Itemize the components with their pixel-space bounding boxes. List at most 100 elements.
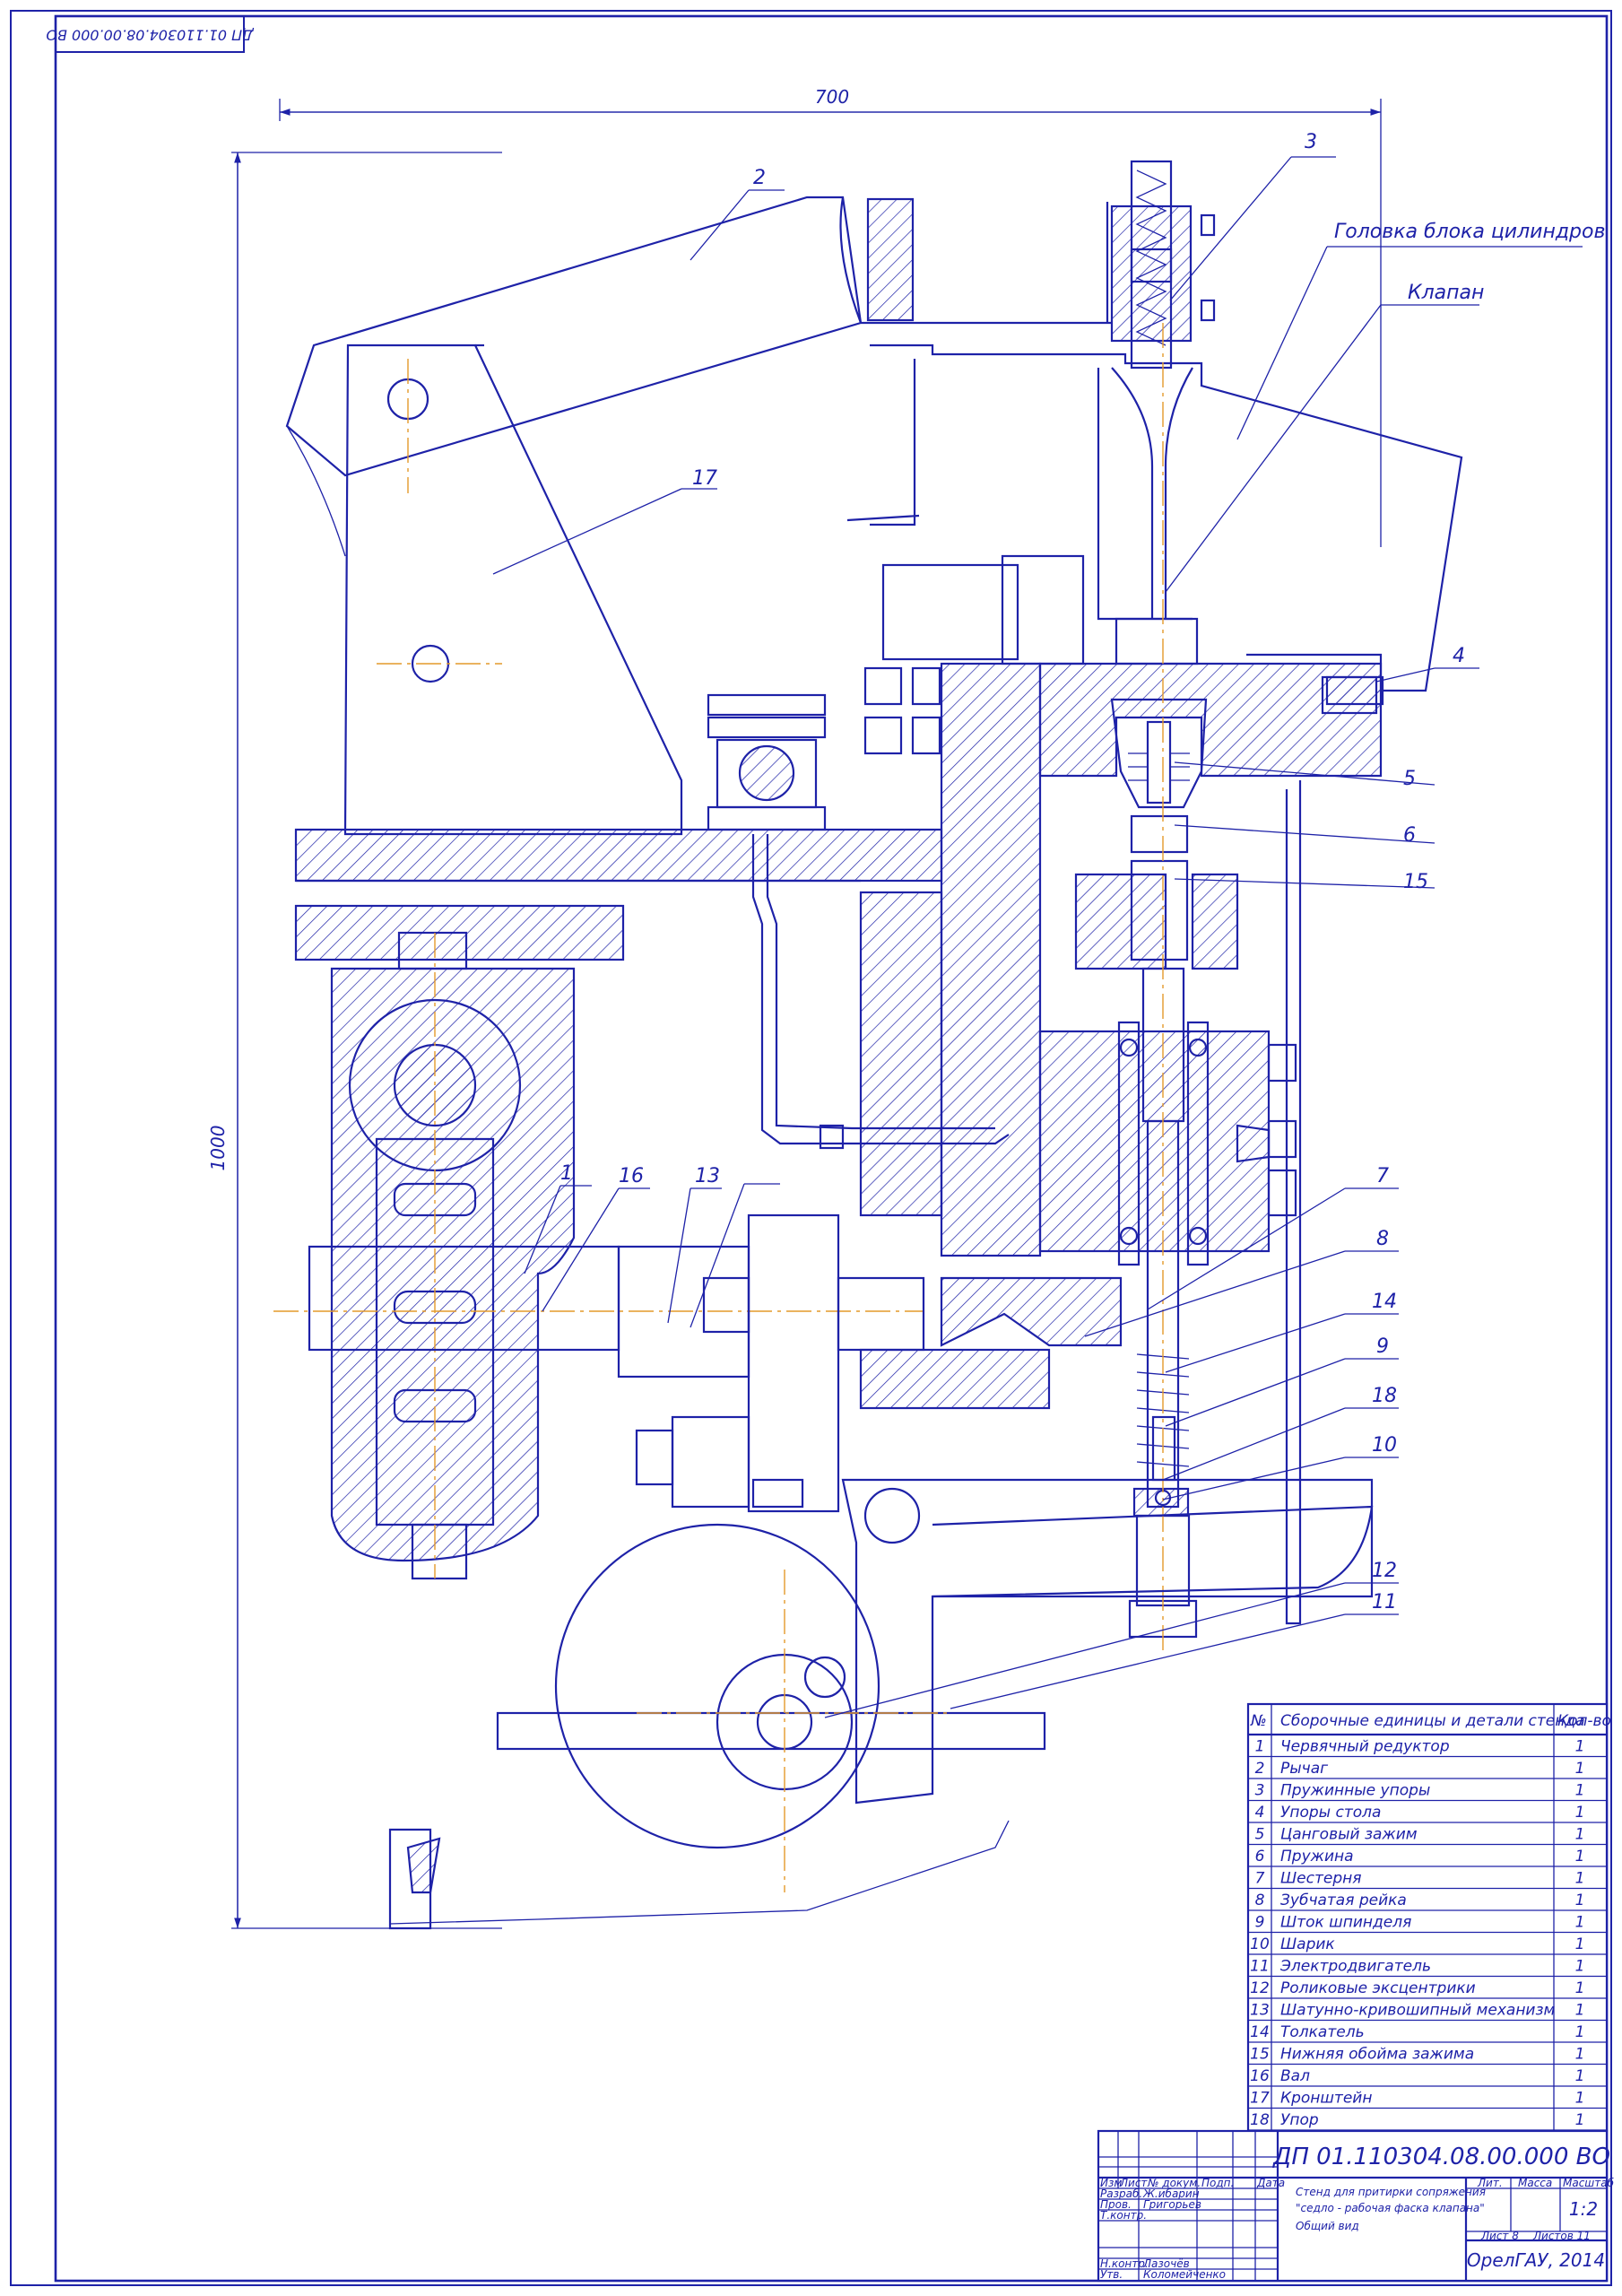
spec-row-no: 2 [1255, 1760, 1265, 1778]
callout-15: 15 [1403, 871, 1428, 893]
tb-date: Дата [1256, 2177, 1285, 2189]
spec-row-qty: 1 [1575, 1935, 1585, 1953]
spec-row-qty: 1 [1575, 1848, 1585, 1866]
spec-row-name: Роликовые эксцентрики [1280, 1979, 1476, 1997]
callout-17: 17 [692, 467, 717, 490]
tb-sign: Подп. [1201, 2177, 1234, 2189]
spec-row-no: 13 [1250, 2002, 1270, 2020]
spec-row-qty: 1 [1575, 2023, 1585, 2041]
spec-row-no: 16 [1250, 2067, 1270, 2085]
spec-row-no: 12 [1250, 1979, 1270, 1997]
cylinder-head [846, 344, 1463, 706]
spec-row-qty: 1 [1575, 2046, 1585, 2064]
spec-header-no: № [1250, 1712, 1267, 1730]
tb-izm: Изм [1100, 2177, 1122, 2189]
tb-role-utv: Утв. [1100, 2268, 1123, 2281]
spec-row-no: 10 [1250, 1935, 1270, 1953]
callout-12: 12 [1372, 1560, 1397, 1582]
tb-doc: № докум. [1147, 2177, 1201, 2189]
outer-frame [10, 10, 1612, 2286]
spec-table: № Сборочные единицы и детали стенда Кол-… [1246, 1702, 1611, 2133]
spec-row-name: Вал [1280, 2067, 1310, 2085]
top-stamp-text: ДП 01.110304.08.00.000 ВО [46, 27, 254, 44]
bearings [1117, 1021, 1210, 1266]
spec-row-no: 3 [1255, 1782, 1265, 1800]
spec-row-no: 1 [1255, 1738, 1265, 1756]
callout-9: 9 [1376, 1335, 1389, 1358]
spec-row-name: Рычаг [1280, 1760, 1328, 1778]
spec-row-name: Червячный редуктор [1280, 1738, 1450, 1756]
spec-row-no: 18 [1250, 2111, 1270, 2129]
spec-row-name: Упоры стола [1280, 1804, 1381, 1822]
tb-mass: Масса [1518, 2177, 1552, 2189]
spec-row-no: 6 [1255, 1848, 1265, 1866]
spec-row-no: 4 [1255, 1804, 1265, 1822]
callout-1: 1 [560, 1162, 573, 1185]
tb-lit: Лит. [1477, 2177, 1503, 2189]
callout-11: 11 [1372, 1591, 1397, 1613]
spec-row-qty: 1 [1575, 2067, 1585, 2085]
spec-row-name: Шток шпинделя [1280, 1914, 1411, 1932]
spec-row-name: Цанговый зажим [1280, 1826, 1418, 1844]
spec-row-no: 11 [1250, 1958, 1270, 1976]
bracket [286, 344, 683, 836]
spec-row-qty: 1 [1575, 1782, 1585, 1800]
lever [285, 196, 1112, 477]
tb-name-prov: Григорьев [1143, 2198, 1201, 2211]
title-block: Изм Лист № докум. Подп. Дата Разраб. Ж.и… [1097, 2129, 1615, 2283]
callout-4: 4 [1453, 645, 1465, 667]
table-stop [932, 675, 1378, 1625]
callout-16: 16 [619, 1165, 644, 1187]
spec-row-name: Кронштейн [1280, 2090, 1372, 2108]
spec-row-no: 15 [1250, 2046, 1270, 2064]
callout-numbers: 2 3 Головка блока цилиндров Клапан 4 5 6… [560, 131, 1605, 1613]
tb-role-nkontr: Н.контр. [1100, 2257, 1149, 2270]
spec-row-name: Пружина [1280, 1848, 1354, 1866]
callout-18: 18 [1372, 1385, 1397, 1407]
inner-frame [54, 14, 1609, 2283]
tb-sheets: Листов 11 [1532, 2230, 1591, 2242]
callout-10: 10 [1372, 1434, 1397, 1457]
callout-3: 3 [1305, 131, 1317, 153]
callout-6: 6 [1403, 824, 1416, 847]
electric-motor [496, 1478, 1374, 1892]
spec-row-qty: 1 [1575, 1958, 1585, 1976]
foot [388, 1820, 1010, 1930]
dimension-height-label: 1000 [207, 1126, 229, 1171]
spec-header-name: Сборочные единицы и детали стенда [1280, 1712, 1585, 1730]
callout-13: 13 [695, 1165, 720, 1187]
spec-row-name: Упор [1280, 2111, 1319, 2129]
oil-cup [707, 693, 1010, 1150]
spec-row-name: Нижняя обойма зажима [1280, 2046, 1474, 2064]
dimension-width-label: 700 [815, 86, 849, 108]
spindle-rod [1128, 323, 1198, 1650]
spec-row-qty: 1 [1575, 1870, 1585, 1888]
callout-valve: Клапан [1408, 282, 1484, 304]
base-plate [294, 828, 943, 883]
spindle-housing [859, 662, 1383, 1410]
spec-header-qty: Кол-во [1557, 1712, 1611, 1730]
spec-row-qty: 1 [1575, 1760, 1585, 1778]
tb-name-razrab: Ж.ибарин [1142, 2187, 1200, 2200]
spec-row-name: Пружинные упоры [1280, 1782, 1430, 1800]
spec-row-no: 17 [1250, 2090, 1270, 2108]
tb-role-prov: Пров. [1100, 2198, 1132, 2211]
dimension-height: 1000 [207, 152, 502, 1929]
callout-14: 14 [1372, 1291, 1397, 1313]
spec-row-no: 7 [1255, 1870, 1265, 1888]
worm-reducer [294, 904, 625, 1580]
spec-row-qty: 1 [1575, 1979, 1585, 1997]
tb-title-line3: Общий вид [1296, 2220, 1359, 2232]
tb-name-utv: Коломейченко [1143, 2268, 1226, 2281]
spring-stop [1110, 160, 1216, 370]
spec-row-qty: 1 [1575, 2111, 1585, 2129]
tb-title-line1: Стенд для притирки сопряжения [1296, 2186, 1486, 2198]
spec-row-name: Шестерня [1280, 1870, 1361, 1888]
spec-row-no: 5 [1255, 1826, 1265, 1844]
leaders [492, 156, 1583, 1718]
spec-row-name: Шарик [1280, 1935, 1335, 1953]
tb-role-razrab: Разраб. [1100, 2187, 1142, 2200]
spec-row-name: Толкатель [1280, 2023, 1365, 2041]
tb-title-line2: "седло - рабочая фаска клапана" [1296, 2202, 1485, 2214]
